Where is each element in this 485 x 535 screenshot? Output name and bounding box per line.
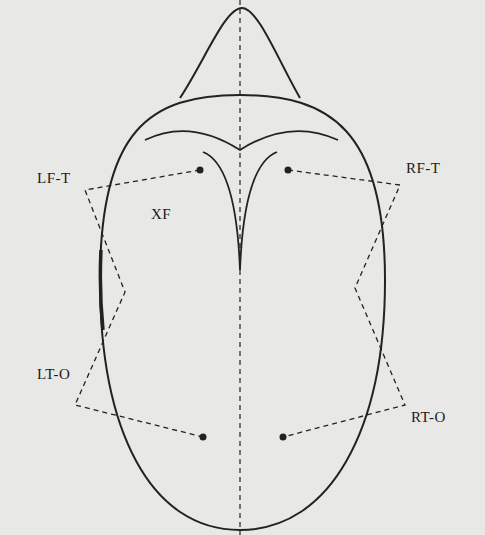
electrode-lead bbox=[75, 170, 203, 437]
electrode-label: XF bbox=[150, 206, 172, 222]
electrode-dot bbox=[200, 434, 207, 441]
brow-line bbox=[145, 131, 338, 150]
electrode-dot bbox=[280, 434, 287, 441]
ear-mark bbox=[100, 250, 103, 330]
nose-outline bbox=[180, 8, 300, 98]
electrode-label: LT-O bbox=[36, 366, 71, 382]
electrode-label: LF-T bbox=[36, 170, 72, 186]
electrode-dot bbox=[197, 167, 204, 174]
frontal-curve bbox=[203, 152, 277, 270]
electrode-label: RF-T bbox=[405, 160, 442, 176]
head-outline bbox=[100, 95, 385, 530]
electrode-lead bbox=[283, 170, 405, 437]
electrode-dot bbox=[285, 167, 292, 174]
electrode-label: RT-O bbox=[410, 409, 447, 425]
